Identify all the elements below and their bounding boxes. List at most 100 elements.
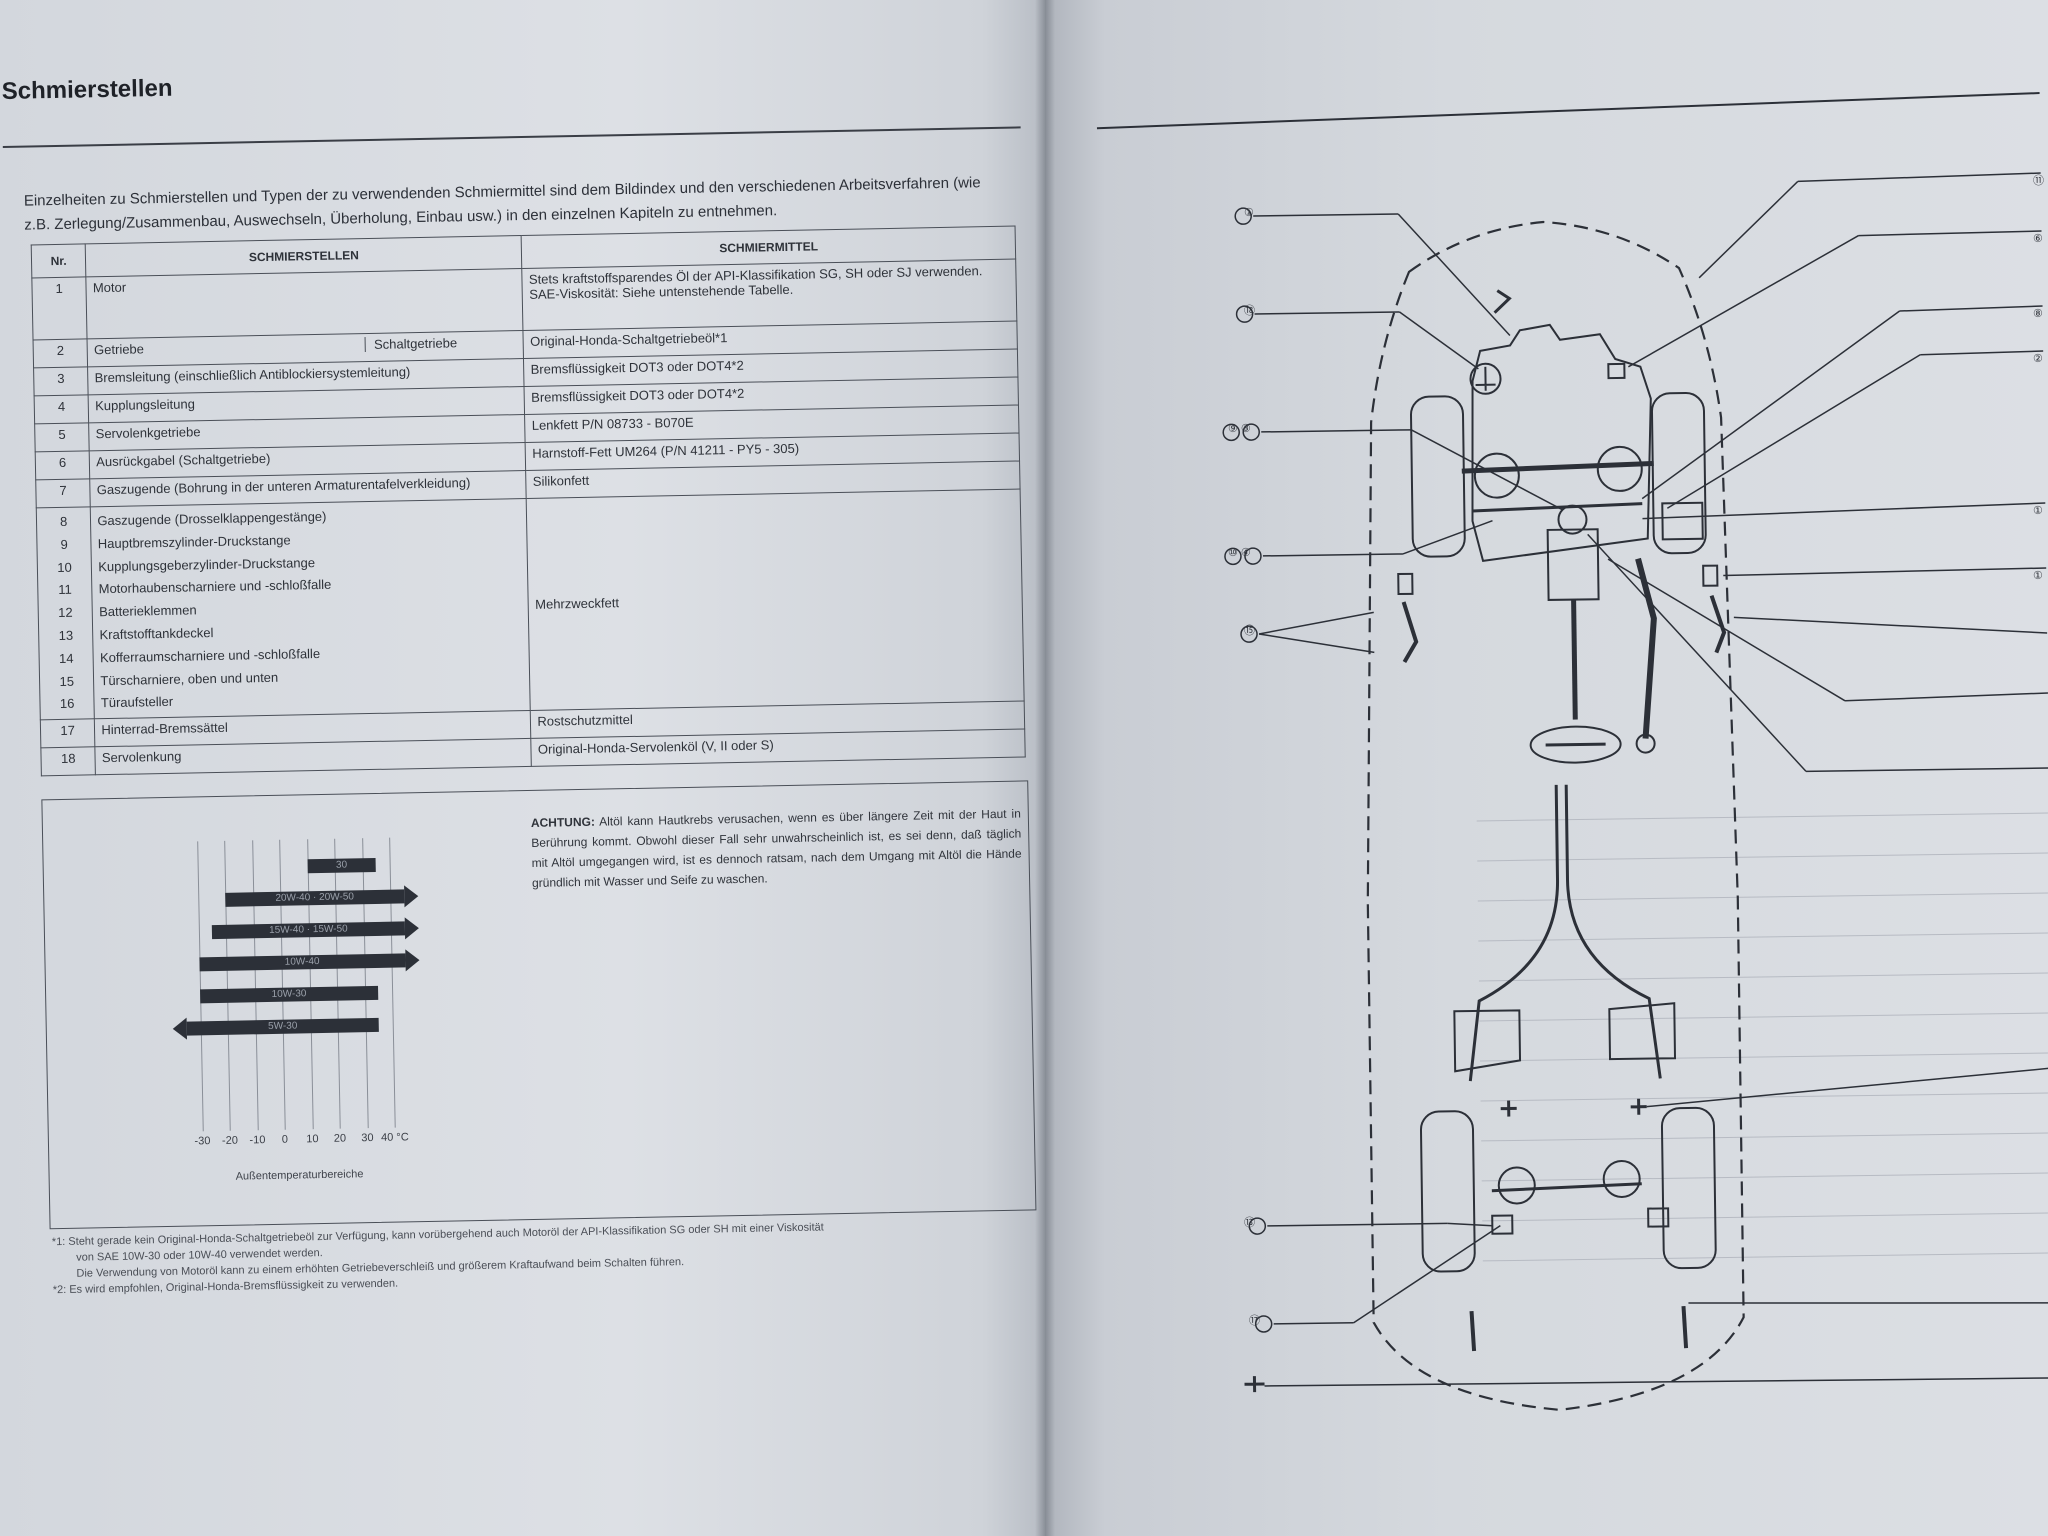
row-point: Motor — [86, 268, 524, 339]
chart-gridline — [279, 839, 286, 1130]
viscosity-bar: 15W-40 · 15W-50 — [212, 921, 405, 940]
row-lubricant: Stets kraftstoffsparendes Öl der API-Kla… — [522, 259, 1017, 331]
brake-master-cylinder — [1557, 504, 1588, 535]
viscosity-bar: 10W-40 — [198, 953, 406, 972]
row-nr: 4 — [34, 394, 89, 424]
brake-line-right — [1564, 784, 1662, 1079]
rear-caliper-right — [1647, 1207, 1670, 1228]
warning-body: Altöl kann Hautkrebs verusachen, wenn es… — [531, 806, 1022, 890]
lubrication-table: Nr. SCHMIERSTELLEN SCHMIERMITTEL 1 Motor… — [31, 226, 1026, 777]
chart-tick-label: 10 — [306, 1133, 319, 1146]
callout-label: ① — [2033, 570, 2043, 582]
rear-right-hub — [1602, 1159, 1641, 1198]
callout-label: ⑧ — [2033, 308, 2043, 320]
steering-column — [1571, 599, 1578, 720]
bleed-grid — [1476, 812, 2048, 1262]
brake-booster — [1546, 528, 1600, 601]
chart-xlabel: Außentemperaturbereiche — [235, 1168, 364, 1183]
chart-tick-label: -30 — [194, 1135, 211, 1148]
table-row-group: 8 9 10 11 12 13 14 15 16 Gaszugende (Dro… — [36, 489, 1025, 721]
row-nr: 6 — [35, 450, 91, 480]
callout-label: ① — [2033, 505, 2043, 517]
row-nr: 18 — [40, 746, 96, 777]
viscosity-bar: 5W-30 — [186, 1017, 380, 1036]
group-nr: 9 — [60, 536, 68, 552]
callout-label: ⑩ ④ — [1228, 547, 1251, 559]
chart-gridline — [224, 840, 231, 1131]
chart-tick-label: -20 — [221, 1134, 239, 1147]
callout-label: ⑮ — [1244, 624, 1255, 637]
door-hinge-left — [1401, 601, 1419, 663]
group-nr: 11 — [58, 582, 72, 598]
title-rule — [2, 126, 1021, 148]
chart-tick-label: 20 — [333, 1132, 347, 1145]
chart-tick-label: 30 — [361, 1132, 374, 1145]
group-nr: 8 — [59, 513, 68, 529]
viscosity-bar: 10W-30 — [199, 985, 379, 1004]
hood-latch — [1493, 289, 1512, 314]
leader-lines-left — [1253, 213, 1563, 1325]
fuel-cap-icon — [1630, 1098, 1647, 1115]
rear-left-wheel — [1419, 1110, 1476, 1273]
door-hinge-right — [1709, 595, 1727, 654]
chart-tick-label: 0 — [281, 1133, 289, 1146]
chart-gridline — [361, 838, 369, 1129]
lubrication-points-diagram: ① ⑱ ⑨ ③ ⑩ ④ ⑮ ⑬ ⑰ ⑪ ⑥ ⑧ ② ① ① — [1096, 92, 2048, 1411]
front-right-hub — [1596, 445, 1643, 492]
leader-lines-right — [1264, 172, 2048, 1387]
warning-lead: ACHTUNG: — [530, 814, 596, 830]
hood-hinge-right — [1702, 564, 1719, 587]
group-nr: 15 — [59, 673, 75, 689]
chart-gridline — [334, 838, 341, 1129]
row-nr: 2 — [33, 338, 88, 368]
hood-hinge-left — [1397, 572, 1414, 596]
callout-circles — [1222, 207, 1273, 1333]
row-point-sub: Schaltgetriebe — [364, 335, 458, 353]
row-nr: 7 — [35, 478, 91, 508]
viscosity-bar: 30 — [307, 857, 377, 874]
right-page: ① ⑱ ⑨ ③ ⑩ ④ ⑮ ⑬ ⑰ ⑪ ⑥ ⑧ ② ① ① — [1045, 0, 2048, 1536]
header-nr: Nr. — [31, 243, 87, 278]
callout-labels-left: ① ⑱ ⑨ ③ ⑩ ④ ⑮ ⑬ ⑰ — [1228, 207, 1260, 1327]
rear-axle — [1491, 1182, 1642, 1193]
group-lubricant: Mehrzweckfett — [526, 489, 1025, 711]
callout-label: ⑪ — [2033, 174, 2044, 187]
trunk-hinge-right — [1681, 1306, 1689, 1349]
car-body-outline — [1366, 220, 1745, 1411]
battery-icon — [1661, 501, 1704, 541]
group-nr: 13 — [58, 627, 74, 643]
rear-right-wheel — [1660, 1106, 1717, 1270]
pedal-arm — [1635, 557, 1657, 739]
callout-labels-right: ⑪ ⑥ ⑧ ② ① ① — [2033, 174, 2044, 582]
front-right-wheel — [1650, 392, 1707, 555]
rear-subframe-right — [1608, 1002, 1677, 1061]
engine-block — [1471, 323, 1652, 562]
group-nr: 14 — [58, 650, 74, 666]
chart-gridline — [389, 837, 396, 1128]
group-nrs: 8 9 10 11 12 13 14 15 16 — [36, 506, 95, 721]
callout-label: ⑨ ③ — [1228, 423, 1251, 435]
front-left-hub — [1473, 452, 1520, 499]
viscosity-bar: 20W-40 · 20W-50 — [225, 889, 405, 907]
chart-gridline — [196, 841, 204, 1132]
page-title: Schmierstellen — [1, 74, 173, 105]
left-page: Schmierstellen Einzelheiten zu Schmierst… — [0, 0, 1045, 1536]
callout-label: ⑰ — [1249, 1314, 1260, 1327]
rear-left-hub — [1497, 1166, 1536, 1205]
clutch-line-point — [1607, 362, 1626, 380]
chart-gridline — [306, 839, 314, 1130]
group-nr: 12 — [58, 604, 73, 621]
header-rule — [1096, 92, 2040, 130]
group-nr: 16 — [59, 696, 75, 712]
rear-caliper-left — [1491, 1214, 1514, 1235]
row-nr: 5 — [34, 422, 90, 452]
steering-wheel-icon — [1529, 725, 1622, 764]
book-gutter-shadow — [1035, 0, 1055, 1536]
chart-tick-label: 40 °C — [380, 1131, 409, 1144]
brake-line-left — [1468, 784, 1560, 1082]
front-left-wheel — [1410, 395, 1466, 558]
warning-text: ACHTUNG: Altöl kann Hautkrebs verusachen… — [531, 804, 1022, 893]
viscosity-and-warning-box: ACHTUNG: Altöl kann Hautkrebs verusachen… — [41, 780, 1037, 1230]
row-nr: 17 — [40, 718, 96, 749]
